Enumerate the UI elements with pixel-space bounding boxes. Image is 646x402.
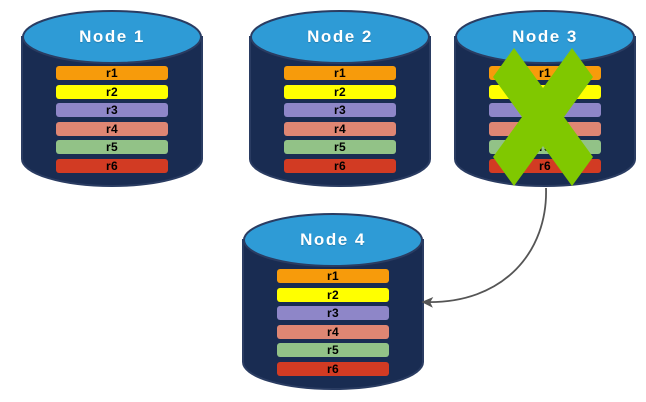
data-row[interactable]: r2 — [284, 84, 396, 99]
data-row[interactable]: r1 — [277, 269, 389, 283]
data-row[interactable]: r4 — [277, 324, 389, 339]
node-failure-cross-icon — [493, 48, 593, 186]
data-row[interactable]: r2 — [56, 84, 168, 99]
cross-glyph — [493, 48, 593, 186]
data-row[interactable]: r5 — [277, 343, 389, 357]
data-row[interactable]: r3 — [284, 103, 396, 117]
arrow-path — [421, 187, 547, 308]
data-row[interactable]: r4 — [284, 121, 396, 136]
data-row[interactable]: r6 — [277, 361, 389, 376]
cylinder-top-ellipse — [22, 10, 202, 64]
data-row[interactable]: r3 — [277, 306, 389, 320]
data-row[interactable]: r6 — [284, 158, 396, 173]
data-row[interactable]: r1 — [284, 66, 396, 80]
data-row[interactable]: r2 — [277, 287, 389, 302]
data-row[interactable]: r4 — [56, 121, 168, 136]
data-row[interactable]: r5 — [56, 140, 168, 154]
data-row[interactable]: r3 — [56, 103, 168, 117]
data-row[interactable]: r6 — [56, 158, 168, 173]
cylinder-top-ellipse — [243, 213, 423, 267]
cylinder-top-ellipse — [250, 10, 430, 64]
cylinder-top-ellipse — [455, 10, 635, 64]
data-row[interactable]: r1 — [56, 66, 168, 80]
data-row[interactable]: r5 — [284, 140, 396, 154]
